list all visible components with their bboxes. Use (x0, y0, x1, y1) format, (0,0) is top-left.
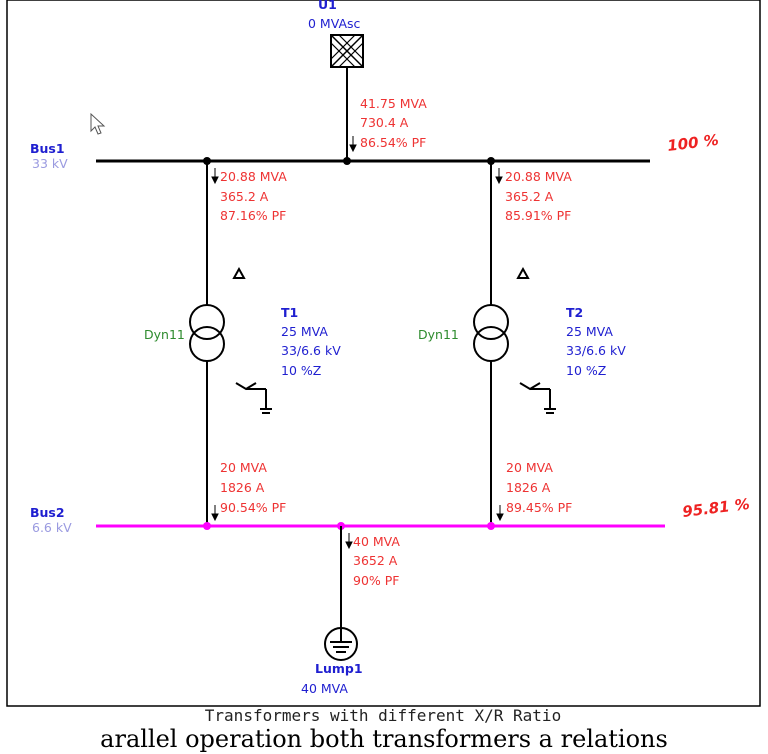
mouse-pointer-icon (90, 112, 106, 135)
flow-arrow-icon (495, 168, 503, 185)
t1-hv-flow-mva: 20.88 MVA (220, 169, 287, 184)
flow-arrow-icon (345, 533, 353, 550)
load-flow-mva: 40 MVA (353, 534, 400, 549)
lumped-load-icon[interactable] (324, 627, 358, 661)
transformer-t1-icon[interactable] (189, 304, 225, 362)
t2-impedance: 10 %Z (566, 363, 606, 378)
t2-hv-flow-amps: 365.2 A (505, 189, 554, 204)
flow-arrow-icon (211, 168, 219, 185)
source-flow-mva: 41.75 MVA (360, 96, 427, 111)
t2-hv-flow-pf: 85.91% PF (505, 208, 571, 223)
source-name: U1 (318, 0, 337, 12)
load-name: Lump1 (315, 661, 363, 676)
t1-lv-flow-amps: 1826 A (220, 480, 265, 495)
t2-hv-flow-mva: 20.88 MVA (505, 169, 572, 184)
t2-voltage: 33/6.6 kV (566, 343, 626, 358)
source-flow-amps: 730.4 A (360, 115, 409, 130)
t1-name: T1 (281, 305, 298, 320)
bus2-voltage: 6.6 kV (32, 520, 72, 535)
t1-hv-flow-amps: 365.2 A (220, 189, 269, 204)
bus2-node-t1 (203, 522, 211, 530)
delta-winding-icon (516, 266, 530, 279)
t2-rating: 25 MVA (566, 324, 613, 339)
transformer-t2-icon[interactable] (473, 304, 509, 362)
wye-grounded-icon (519, 382, 556, 414)
t1-impedance: 10 %Z (281, 363, 321, 378)
t1-voltage: 33/6.6 kV (281, 343, 341, 358)
t1-lv-flow-pf: 90.54% PF (220, 500, 286, 515)
load-flow-pf: 90% PF (353, 573, 399, 588)
flow-arrow-icon (211, 505, 219, 522)
t2-name: T2 (566, 305, 583, 320)
t2-winding: Dyn11 (418, 327, 459, 342)
bus2-name: Bus2 (30, 505, 65, 520)
t1-rating: 25 MVA (281, 324, 328, 339)
document-body-text: arallel operation both transformers a re… (100, 725, 668, 753)
bus1-node-source (343, 157, 351, 165)
t1-lv-flow-mva: 20 MVA (220, 460, 267, 475)
wye-grounded-icon (235, 382, 272, 414)
bus2-node-t2 (487, 522, 495, 530)
flow-arrow-icon (496, 505, 504, 522)
t1-winding: Dyn11 (144, 327, 185, 342)
bus1-name: Bus1 (30, 141, 65, 156)
t2-lv-flow-mva: 20 MVA (506, 460, 553, 475)
bus2-percent: 95.81 % (681, 495, 750, 521)
flow-arrow-icon (349, 136, 357, 153)
utility-source-icon[interactable] (330, 34, 364, 68)
t2-lv-flow-pf: 89.45% PF (506, 500, 572, 515)
bus1-voltage: 33 kV (32, 156, 68, 171)
diagram-caption: Transformers with different X/R Ratio (204, 706, 562, 725)
load-flow-amps: 3652 A (353, 553, 398, 568)
bus1-percent: 100 % (666, 131, 719, 155)
source-rating: 0 MVAsc (308, 16, 361, 31)
delta-winding-icon (232, 266, 246, 279)
load-rating: 40 MVA (301, 681, 348, 696)
t2-lv-flow-amps: 1826 A (506, 480, 551, 495)
diagram-border (6, 0, 761, 707)
t1-hv-flow-pf: 87.16% PF (220, 208, 286, 223)
source-flow-pf: 86.54% PF (360, 135, 426, 150)
